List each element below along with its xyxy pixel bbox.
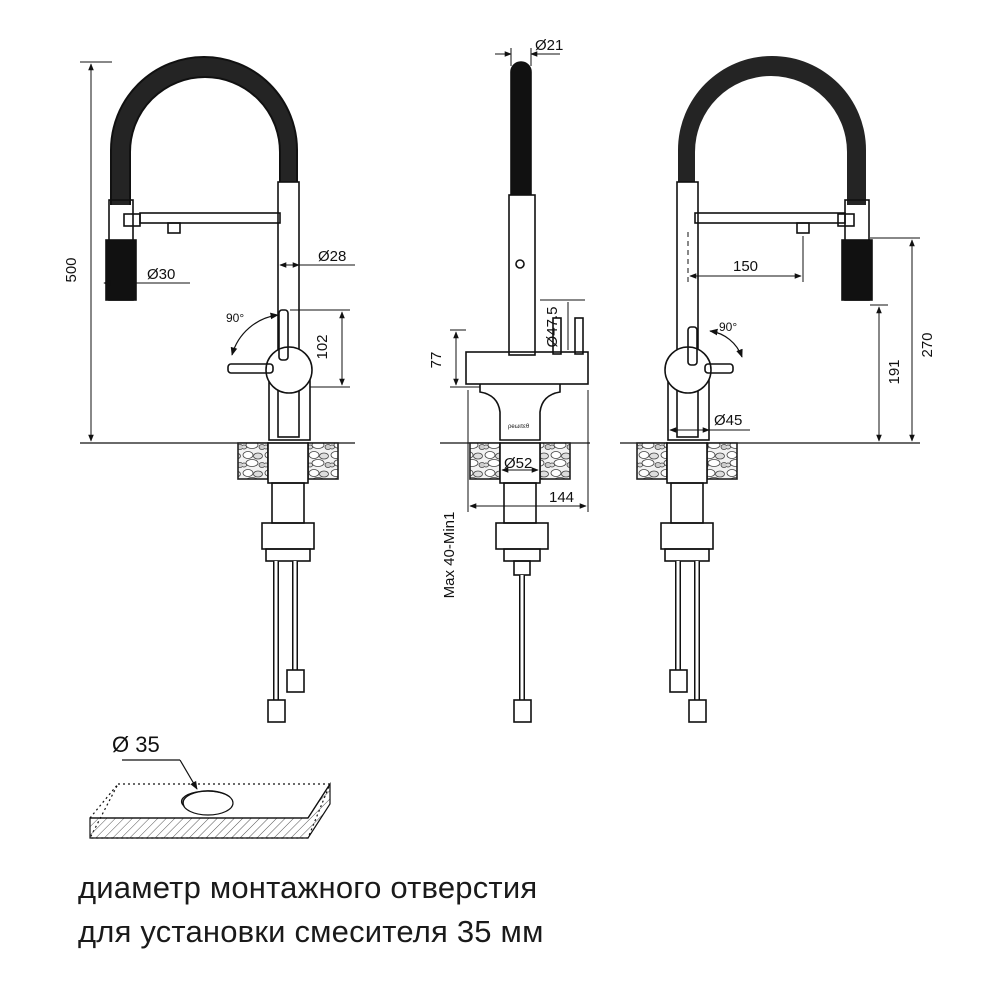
height-77-label: 77 — [428, 352, 445, 369]
diameter-45-label: Ø45 — [714, 412, 742, 429]
diameter-21-label: Ø21 — [535, 37, 563, 54]
height-191-label: 191 — [886, 359, 903, 384]
front-view — [440, 61, 590, 723]
angle-right-label: 90° — [719, 320, 737, 334]
left-side-view — [80, 56, 355, 723]
diameter-30-label: Ø30 — [147, 266, 175, 283]
countertop-thickness-label: Max 40-Min1 — [441, 512, 458, 599]
caption-line-1: диаметр монтажного отверстия — [78, 870, 538, 905]
right-side-view — [620, 56, 920, 723]
caption-line-2: для установки смесителя 35 мм — [78, 914, 544, 949]
height-102-label: 102 — [314, 334, 331, 359]
diameter-28-label: Ø28 — [318, 248, 346, 265]
diameter-47-5-label: Ø47.5 — [544, 307, 561, 348]
right-view-dimensions — [669, 232, 920, 442]
caption: диаметр монтажного отверстия для установ… — [78, 866, 978, 954]
height-270-label: 270 — [919, 332, 936, 357]
mounting-hole-detail — [89, 759, 331, 839]
hole-diameter-label: Ø 35 — [112, 732, 160, 757]
width-144-label: 144 — [549, 489, 574, 506]
height-500-label: 500 — [63, 257, 80, 282]
front-view-dimensions — [450, 48, 589, 512]
angle-left-label: 90° — [226, 311, 244, 325]
diameter-52-label: Ø52 — [504, 455, 532, 472]
brand-mark: ρeωιτεθ — [508, 424, 530, 430]
width-150-label: 150 — [733, 258, 758, 275]
left-view-dimensions — [80, 61, 355, 442]
